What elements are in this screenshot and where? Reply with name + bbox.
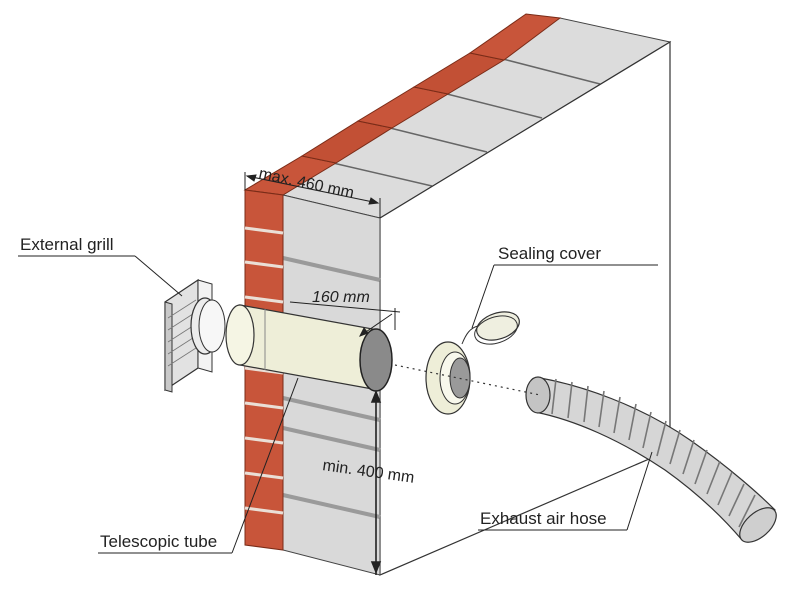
wall-thickness-dimension [244, 172, 381, 218]
tube-diameter-label: 160 mm [312, 289, 370, 306]
external-grill [164, 278, 226, 393]
telescopic-tube-label: Telescopic tube [100, 532, 217, 551]
sealing-cover-label: Sealing cover [498, 244, 601, 263]
exhaust-air-hose-label: Exhaust air hose [480, 509, 607, 528]
telescopic-tube-callout: Telescopic tube [98, 377, 299, 554]
sealing-cover-cap [461, 311, 520, 345]
tube-opening [359, 328, 393, 392]
sealing-cover-callout: Sealing cover [471, 244, 658, 329]
inner-collar [425, 341, 471, 415]
center-axis [394, 364, 541, 396]
top-brick-course [243, 13, 562, 196]
exhaust-air-hose-callout: Exhaust air hose [478, 451, 653, 531]
floor-clearance-dimension [370, 389, 382, 575]
tube-diameter-dimension [289, 301, 401, 337]
external-grill-label: External grill [20, 235, 114, 254]
wall [243, 13, 672, 576]
brick-mortar-lines [244, 226, 284, 515]
telescopic-tube [225, 304, 393, 392]
exhaust-air-hose [525, 376, 777, 543]
wall-top-joints [332, 58, 601, 187]
external-grill-callout: External grill [18, 235, 183, 297]
hose-ribs [551, 378, 756, 528]
